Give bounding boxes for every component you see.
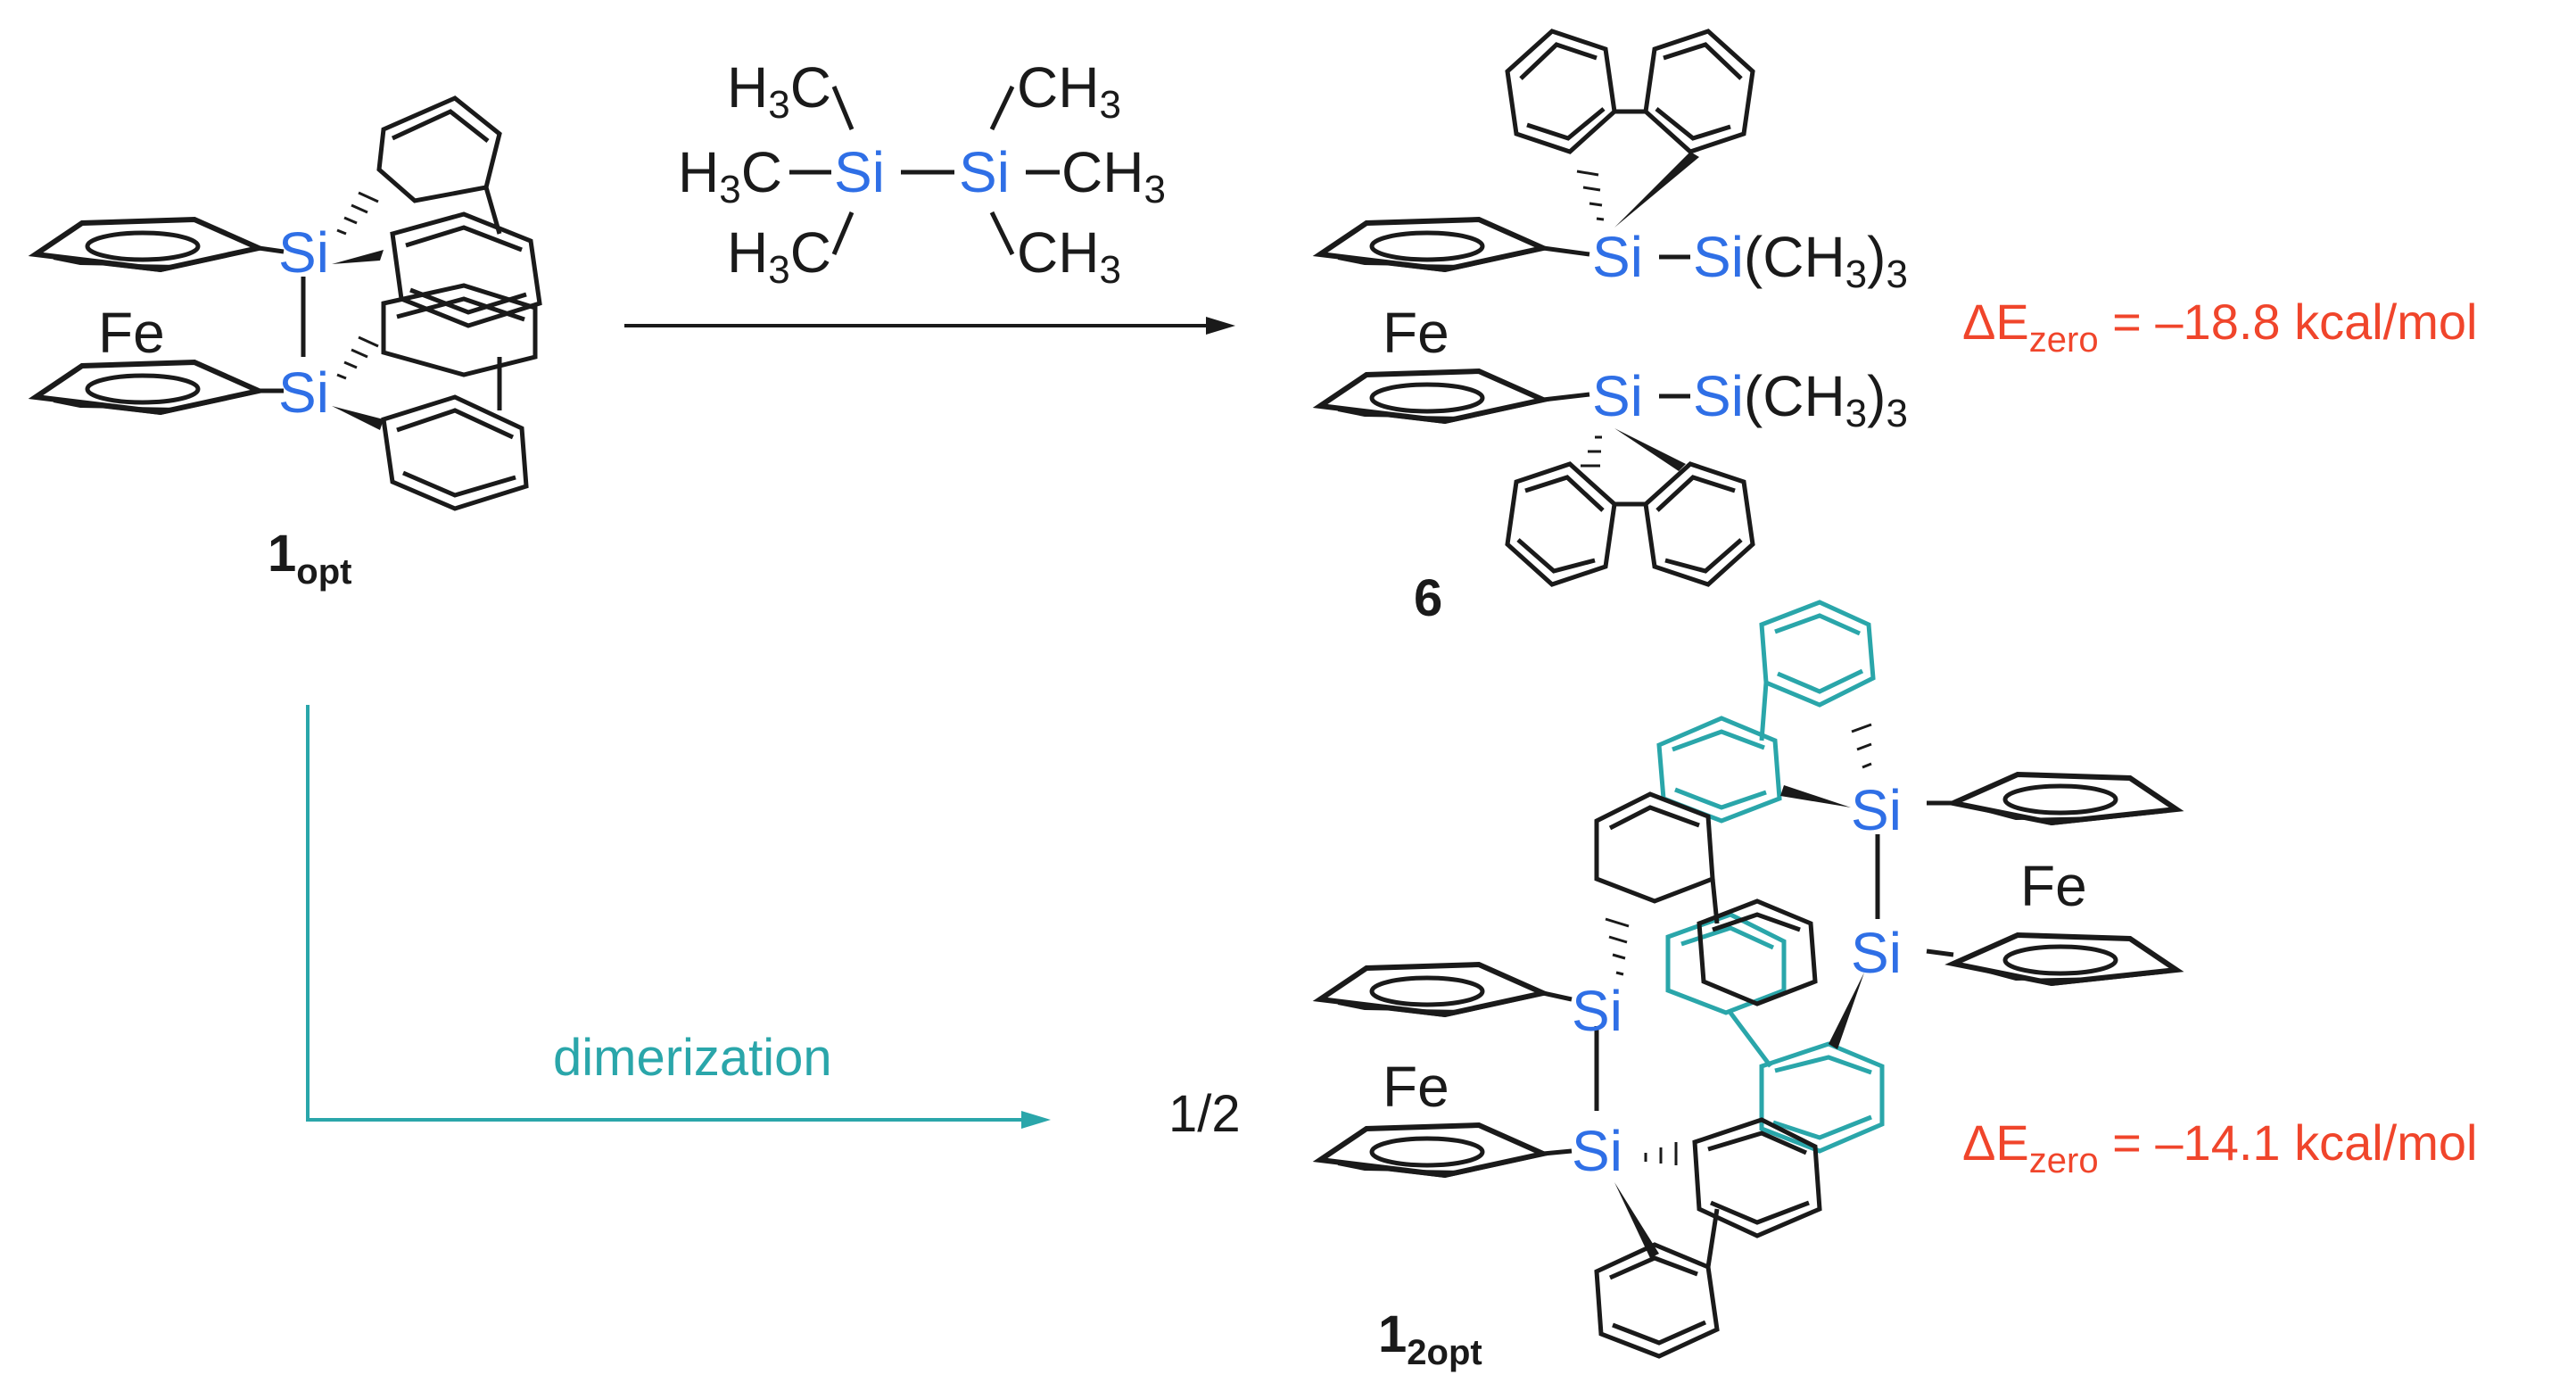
product6-label: 6 [1414, 569, 1442, 627]
dimerization-arrow: dimerization [306, 705, 1051, 1129]
cyclopentadienyl-ring-icon [28, 216, 268, 273]
reactant-fe: Fe [98, 301, 165, 365]
reagent-si-left: Si [834, 140, 885, 204]
cyclopentadienyl-ring-icon [1944, 932, 2184, 987]
benzene-ring-icon [1594, 1242, 1720, 1359]
cyclopentadienyl-ring-icon [28, 359, 268, 416]
benzene-ring-icon [376, 95, 502, 203]
dimer-si-c: Si [1851, 778, 1902, 842]
dimer-coefficient: 1/2 [1168, 1085, 1241, 1143]
benzene-ring-icon [390, 211, 542, 328]
reactant-label: 1opt [268, 525, 351, 592]
benzene-ring-icon [381, 394, 529, 511]
benzene-ring-icon [1643, 461, 1755, 587]
reactant-si-bottom: Si [278, 360, 329, 425]
product6-fe: Fe [1383, 301, 1449, 365]
reagent-methyl-1: H3C [727, 55, 831, 127]
product6-silyl-bottom: Si(CH3)3 [1693, 364, 1908, 435]
reagent-methyl-5: CH3 [1061, 140, 1166, 211]
dimer-si-d: Si [1851, 921, 1902, 985]
reagent-si-right: Si [959, 140, 1010, 204]
product6-si-top: Si [1592, 225, 1643, 289]
reagent-methyl-2: H3C [678, 140, 782, 211]
benzene-ring-icon [1643, 29, 1755, 154]
dimer-12opt: Fe Si Si Fe Si Si [1312, 600, 2477, 1372]
product6-si-bottom: Si [1592, 364, 1643, 428]
dimerization-label: dimerization [553, 1029, 832, 1087]
cyclopentadienyl-ring-icon [1944, 771, 2184, 826]
dimer-label: 12opt [1378, 1305, 1482, 1372]
reactant-1opt: Fe Si Si [28, 95, 542, 592]
product6-silyl-top: Si(CH3)3 [1693, 225, 1908, 296]
reactant-si-top: Si [278, 220, 329, 285]
benzene-ring-icon [1692, 1117, 1822, 1238]
reagent-methyl-3: H3C [727, 220, 831, 292]
cyclopentadienyl-ring-icon [1312, 216, 1552, 273]
benzene-ring-icon [381, 283, 538, 377]
benzene-ring-icon [1759, 1041, 1885, 1154]
benzene-ring-icon [1505, 29, 1617, 154]
benzene-ring-icon [1505, 461, 1617, 587]
benzene-ring-icon [1665, 912, 1787, 1015]
product-6: Fe Si Si Si(CH3)3 Si(CH3)3 [1312, 29, 2477, 627]
reagent-hexamethyldisilane: H3C H3C H3C CH3 CH3 CH3 Si Si [678, 55, 1166, 292]
cyclopentadienyl-ring-icon [1312, 961, 1552, 1018]
benzene-ring-icon [1697, 899, 1818, 1006]
dimer-energy: ΔEzero = –14.1 kcal/mol [1962, 1114, 2477, 1180]
dimer-si-b: Si [1572, 1119, 1622, 1183]
cyclopentadienyl-ring-icon [1312, 1122, 1552, 1179]
benzene-ring-icon [1759, 600, 1876, 708]
reagent-methyl-4: CH3 [1017, 55, 1121, 127]
dimer-fe-right: Fe [2020, 854, 2087, 918]
reagent-methyl-6: CH3 [1017, 220, 1121, 292]
cyclopentadienyl-ring-icon [1312, 368, 1552, 425]
product6-energy: ΔEzero = –18.8 kcal/mol [1962, 294, 2477, 360]
dimer-fe-left: Fe [1383, 1055, 1449, 1119]
reaction-arrow-icon [624, 317, 1235, 335]
benzene-ring-icon [1594, 791, 1715, 904]
dimer-si-a: Si [1572, 979, 1622, 1043]
